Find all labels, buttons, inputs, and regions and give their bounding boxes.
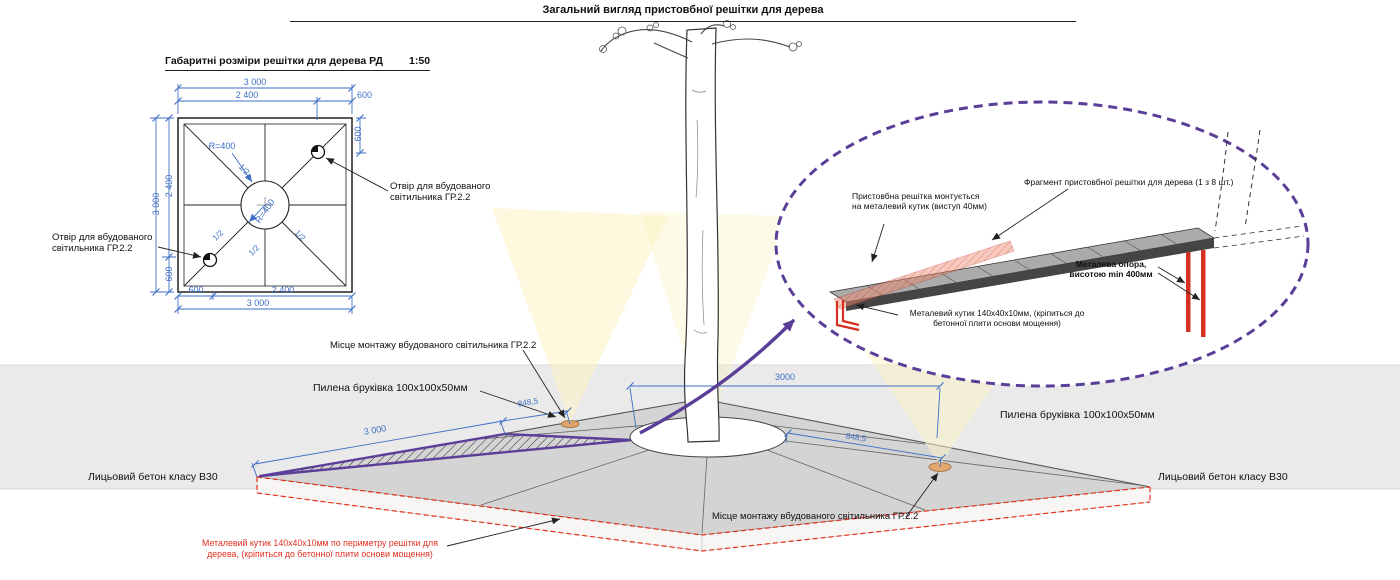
plan-dim-top-3000: 3 000: [243, 77, 267, 87]
pavers-label-right: Пилена бруківка 100x100x50мм: [1000, 409, 1155, 421]
plan-light-hole-label-right: Отвір для вбудованого світильника ГР.2.2: [390, 181, 491, 204]
detail-mount-label: Пристовбна решітка монтується на металев…: [852, 191, 987, 212]
persp-dim-3000-top: 3000: [774, 372, 796, 382]
plan-dim-left-3000: 3 000: [151, 192, 161, 216]
plan-leader-lines: [157, 157, 389, 259]
plan-dim-top-2400: 2 400: [235, 90, 259, 100]
highlighted-fragment: [258, 432, 633, 478]
perspective-dimension-lines: [251, 382, 946, 478]
plan-dim-bottom-600: 600: [188, 285, 204, 295]
light-mount-label-bottom: Місце монтажу вбудованого світильника ГР…: [712, 511, 919, 522]
light-mount-label-top: Місце монтажу вбудованого світильника ГР…: [330, 340, 537, 351]
pavers-label-left: Пилена бруківка 100x100x50мм: [313, 382, 468, 394]
plan-heading: Габаритні розміри решітки для дерева РД …: [165, 55, 431, 71]
detail-leader-lines: [855, 188, 1201, 316]
plan-dimension-lines: [150, 84, 366, 314]
plan-dim-top-600: 600: [357, 90, 373, 100]
plan-dim-left-600: 600: [164, 266, 174, 282]
plan-scale: 1:50: [409, 55, 431, 67]
detail-angle-label: Металевий кутик 140x40x10мм, (кріпиться …: [909, 308, 1085, 328]
grate-wedge-front: [846, 238, 1214, 311]
perspective-leader-lines: [446, 349, 939, 547]
perspective-slab: [256, 398, 1151, 552]
zoom-arrow: [639, 318, 796, 435]
plan-light-hole-label-left: Отвір для вбудованого світильника ГР.2.2: [52, 232, 153, 255]
concrete-label-right: Лицьовий бетон класу В30: [1158, 471, 1288, 483]
metal-angle: [835, 300, 860, 332]
plan-dim-left-2400: 2 400: [164, 174, 174, 198]
page-title: Загальний вигляд пристовбної решітки для…: [290, 4, 1076, 22]
plan-radius-label: R=400: [208, 141, 236, 151]
concrete-label-left: Лицьовий бетон класу В30: [88, 471, 218, 483]
plan-dim-right-600: 600: [353, 126, 363, 142]
detail-support-label: Металева опора, висотою min 400мм: [1069, 259, 1153, 280]
detail-callout: [774, 100, 1310, 388]
plan-dim-bottom-2400: 2 400: [271, 285, 295, 295]
detail-fragment-label: Фрагмент пристовбної решітки для дерева …: [1024, 177, 1234, 187]
leaf-clusters: [599, 20, 802, 53]
metal-support-2: [1201, 250, 1206, 337]
plan-heading-text: Габаритні розміри решітки для дерева РД: [165, 55, 384, 67]
plan-dim-bottom-3000: 3 000: [246, 298, 270, 308]
plan-light-hole-markers: [202, 144, 326, 268]
tree: [599, 20, 802, 443]
perimeter-angle-label: Металевий кутик 140x40x10мм по периметру…: [202, 538, 438, 559]
